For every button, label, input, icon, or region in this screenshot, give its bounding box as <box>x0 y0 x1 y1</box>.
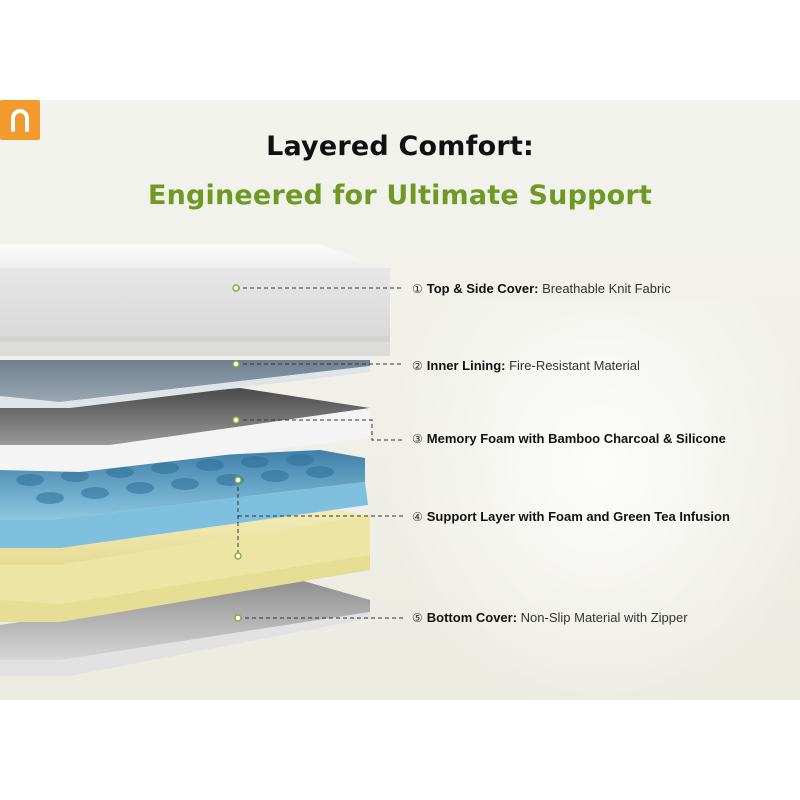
layer-highlight: Memory Foam with Bamboo Charcoal & Silic… <box>426 431 726 446</box>
layer-highlight: Support Layer with Foam and Green Tea In… <box>426 509 730 524</box>
layer-number: ① <box>412 282 423 296</box>
support-foam-layer <box>0 505 370 622</box>
callout-line-4 <box>237 480 404 556</box>
callout-dot-2 <box>232 360 240 368</box>
page-title: Layered Comfort: <box>266 131 534 162</box>
layer-highlight: Bottom Cover: <box>426 610 518 625</box>
layer-highlight: Top & Side Cover: <box>426 281 539 296</box>
layer-number: ⑤ <box>412 611 423 625</box>
layer-description: Fire-Resistant Material <box>505 358 640 373</box>
callout-line-3 <box>236 419 404 441</box>
layer-number: ② <box>412 359 423 373</box>
layer-number: ④ <box>412 510 423 524</box>
callout-dot-4a <box>234 476 242 484</box>
arch-n-icon <box>11 109 29 132</box>
brand-logo <box>0 100 40 140</box>
bottom-cover-layer <box>0 580 370 676</box>
layer-description: Non-Slip Material with Zipper <box>517 610 688 625</box>
layer-highlight: Inner Lining: <box>426 358 506 373</box>
callout-dot-4b <box>234 552 242 560</box>
callout-dot-5 <box>234 614 242 622</box>
bedroom-backdrop <box>380 300 800 700</box>
layer-number: ③ <box>412 432 423 446</box>
layer-description: Breathable Knit Fabric <box>538 281 671 296</box>
callout-dot-1 <box>232 284 240 292</box>
page-subtitle: Engineered for Ultimate Support <box>147 180 653 211</box>
inner-lining-layer <box>0 360 370 408</box>
callout-dot-3 <box>232 416 240 424</box>
top-cover-layer <box>0 244 390 356</box>
